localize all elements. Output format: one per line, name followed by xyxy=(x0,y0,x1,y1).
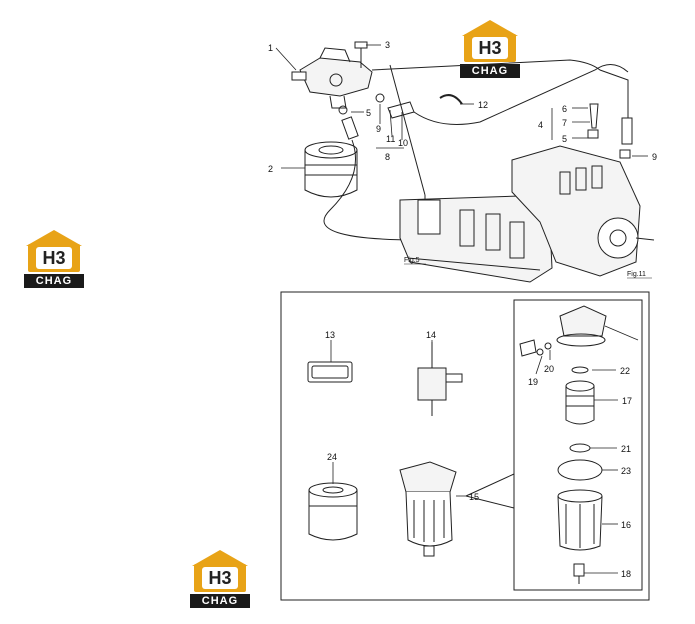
drain-plug-part xyxy=(573,563,585,584)
spin-on-filter-part xyxy=(308,482,358,541)
callout-11: 11 xyxy=(386,134,395,144)
logo-mark: H3 xyxy=(36,247,72,269)
callout-8: 8 xyxy=(385,152,390,162)
callout-2: 2 xyxy=(268,164,273,174)
callout-15: 15 xyxy=(469,492,479,502)
callout-16: 16 xyxy=(621,520,631,530)
callout-17: 17 xyxy=(622,396,632,406)
callout-12: 12 xyxy=(478,100,488,110)
seal-ring-part xyxy=(569,443,591,453)
callout-21: 21 xyxy=(621,444,631,454)
filter-head-part xyxy=(291,47,373,109)
callout-1: 1 xyxy=(268,43,273,53)
hose-clamp-part xyxy=(439,94,463,105)
callout-20: 20 xyxy=(544,364,554,374)
leader-lines xyxy=(275,44,648,574)
logo-word: CHAG xyxy=(24,274,84,288)
fuel-line xyxy=(371,59,629,118)
disc-part xyxy=(557,459,603,481)
exploded-head-part xyxy=(519,305,607,357)
callout-18: 18 xyxy=(621,569,631,579)
gasket-part xyxy=(307,361,353,383)
callout-9: 9 xyxy=(652,152,657,162)
watermark-logo-left: H3 CHAG xyxy=(22,230,86,290)
fuel-line xyxy=(323,139,421,241)
logo-mark: H3 xyxy=(202,567,238,589)
bowl-part xyxy=(557,489,603,551)
figure-ref-fig11: Fig.11 xyxy=(627,271,646,278)
logo-word: CHAG xyxy=(460,64,520,78)
injection-pump-part xyxy=(511,145,655,277)
filter-element-part xyxy=(304,141,358,198)
callout-10: 10 xyxy=(398,138,408,148)
manifold-part xyxy=(399,195,553,283)
water-separator-part xyxy=(399,461,457,557)
logo-word: CHAG xyxy=(190,594,250,608)
figure-ref-fig5: Fig.5 xyxy=(404,257,420,264)
callout-5: 5 xyxy=(366,108,371,118)
inline-filter-part xyxy=(417,342,463,416)
callout-4: 4 xyxy=(538,120,543,130)
callout-5: 5 xyxy=(562,134,567,144)
fuel-line xyxy=(413,64,629,125)
parts-frame xyxy=(280,291,650,601)
pump-fittings xyxy=(587,103,633,159)
watermark-logo-bottom: H3 CHAG xyxy=(188,550,252,610)
callout-9: 9 xyxy=(376,124,381,134)
callout-19: 19 xyxy=(528,377,538,387)
callout-3: 3 xyxy=(385,40,390,50)
callout-14: 14 xyxy=(426,330,436,340)
logo-mark: H3 xyxy=(472,37,508,59)
callout-7: 7 xyxy=(562,118,567,128)
o-ring-part xyxy=(571,366,589,374)
watermark-logo-top: H3 CHAG xyxy=(458,20,522,80)
callout-24: 24 xyxy=(327,452,337,462)
callout-13: 13 xyxy=(325,330,335,340)
callout-22: 22 xyxy=(620,366,630,376)
exploded-subframe xyxy=(513,299,643,591)
callout-23: 23 xyxy=(621,466,631,476)
callout-6: 6 xyxy=(562,104,567,114)
element-part xyxy=(565,380,595,425)
